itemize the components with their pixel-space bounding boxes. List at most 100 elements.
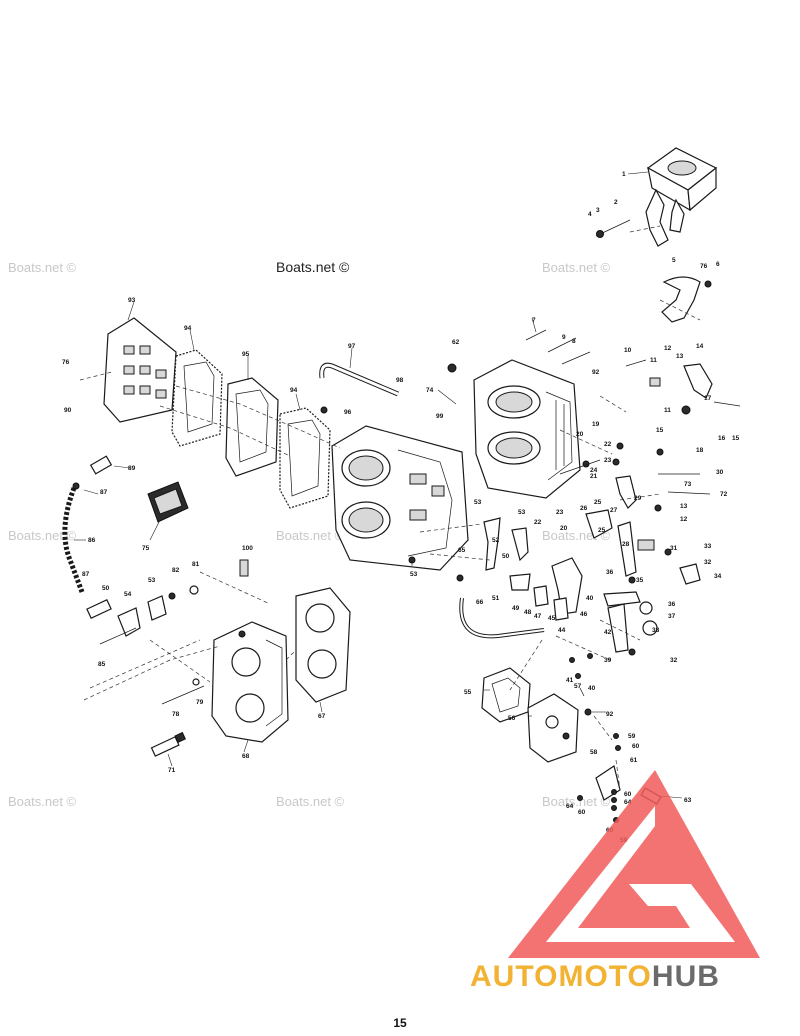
callout-65: 65 [458,547,466,554]
callout-60c: 60 [578,809,586,816]
part-cylinder-head-68 [211,621,289,743]
callout-34: 34 [714,573,722,580]
callout-23b: 23 [556,509,564,516]
callout-4: 4 [588,211,592,218]
callout-25a: 25 [594,499,602,506]
callout-5: 5 [672,257,676,264]
guide-lines [79,225,701,791]
callout-40a: 40 [586,595,594,602]
callout-79: 79 [196,699,204,706]
callout-labels: 1 2 3 4 5 6 7 8 9 10 11 11 12 12 13 13 1… [62,171,740,844]
callout-90: 90 [64,407,72,414]
callout-33: 33 [704,543,712,550]
callout-15a: 15 [732,435,740,442]
callout-36a: 36 [606,569,614,576]
callout-95: 95 [242,351,250,358]
callout-76a: 76 [62,359,70,366]
logo-text: AUTOMOTOHUB [470,960,720,993]
callout-73: 73 [684,481,692,488]
callout-100: 100 [242,545,253,552]
part-plate-95 [225,377,279,477]
callout-7: 7 [532,317,536,324]
watermark-right-upper: Boats.net © [542,260,611,275]
part-bypass-valve [86,585,199,645]
part-bracket-1 [645,147,718,247]
callout-35: 35 [636,577,644,584]
part-spark-plug-71 [150,731,186,757]
callout-28: 28 [622,541,630,548]
part-hose-97 [319,362,399,414]
callout-27: 27 [610,507,618,514]
callout-15b: 15 [656,427,664,434]
part-gasket-94-left [171,349,223,447]
callout-3: 3 [596,207,600,214]
part-fuel-hose-66 [459,597,545,639]
automotohub-logo: AUTOMOTOHUB [470,770,760,993]
callout-76b: 76 [700,263,708,270]
callout-39: 39 [604,657,612,664]
part-gasket-55 [481,667,531,723]
callout-21: 21 [590,473,598,480]
callout-57: 57 [574,683,582,690]
part-cover-56 [527,693,579,763]
callout-64a: 64 [624,799,632,806]
watermark-center: Boats.net © [276,259,350,275]
callout-42: 42 [604,629,612,636]
part-fuel-line-86 [62,482,85,593]
callout-54: 54 [124,591,132,598]
callout-59a: 59 [628,733,636,740]
callout-46: 46 [580,611,588,618]
callout-12a: 12 [664,345,672,352]
callout-53d: 53 [410,571,418,578]
callout-23a: 23 [604,457,612,464]
callout-11a: 11 [650,357,657,364]
callout-10: 10 [624,347,632,354]
watermark-right-lower: Boats.net © [542,794,611,809]
callout-17: 17 [704,395,712,402]
callout-97: 97 [348,343,356,350]
callout-92b: 92 [606,711,614,718]
part-bracket-5 [661,276,712,323]
callout-6: 6 [716,261,720,268]
callout-37: 37 [668,613,676,620]
callout-85: 85 [98,661,106,668]
part-fitting-89 [89,455,113,475]
callout-74: 74 [426,387,434,394]
callout-26: 26 [580,505,588,512]
callout-32b: 32 [670,657,678,664]
watermark-left-upper: Boats.net © [8,260,77,275]
watermark-left-middle: Boats.net © [8,528,77,543]
part-gasket-94-right [279,407,331,509]
callout-92a: 92 [592,369,600,376]
callout-64b: 64 [566,803,574,810]
page-number: 15 [393,1016,407,1030]
leader-lines [74,171,683,799]
callout-94a: 94 [184,325,192,332]
callout-94b: 94 [290,387,298,394]
callout-32a: 32 [704,559,712,566]
part-small-parts-57-58 [569,653,593,697]
callout-67: 67 [318,713,326,720]
callout-20a: 20 [576,431,584,438]
callout-58: 58 [590,749,598,756]
callout-53b: 53 [518,509,526,516]
callout-48: 48 [524,609,532,616]
callout-87a: 87 [100,489,108,496]
callout-60b: 60 [624,791,632,798]
callout-61: 61 [630,757,638,764]
callout-63: 63 [684,797,692,804]
callout-18: 18 [696,447,704,454]
callout-11b: 11 [664,407,671,414]
callout-62: 62 [452,339,460,346]
callout-12b: 12 [680,516,688,523]
callout-49: 49 [512,605,520,612]
callout-71: 71 [168,767,176,774]
callout-13b: 13 [680,503,688,510]
callout-99: 99 [436,413,444,420]
callout-30: 30 [716,469,724,476]
callout-78: 78 [172,711,180,718]
callout-53a: 53 [474,499,482,506]
part-levers-center [456,517,583,621]
part-stud-2-3-4 [595,219,631,238]
